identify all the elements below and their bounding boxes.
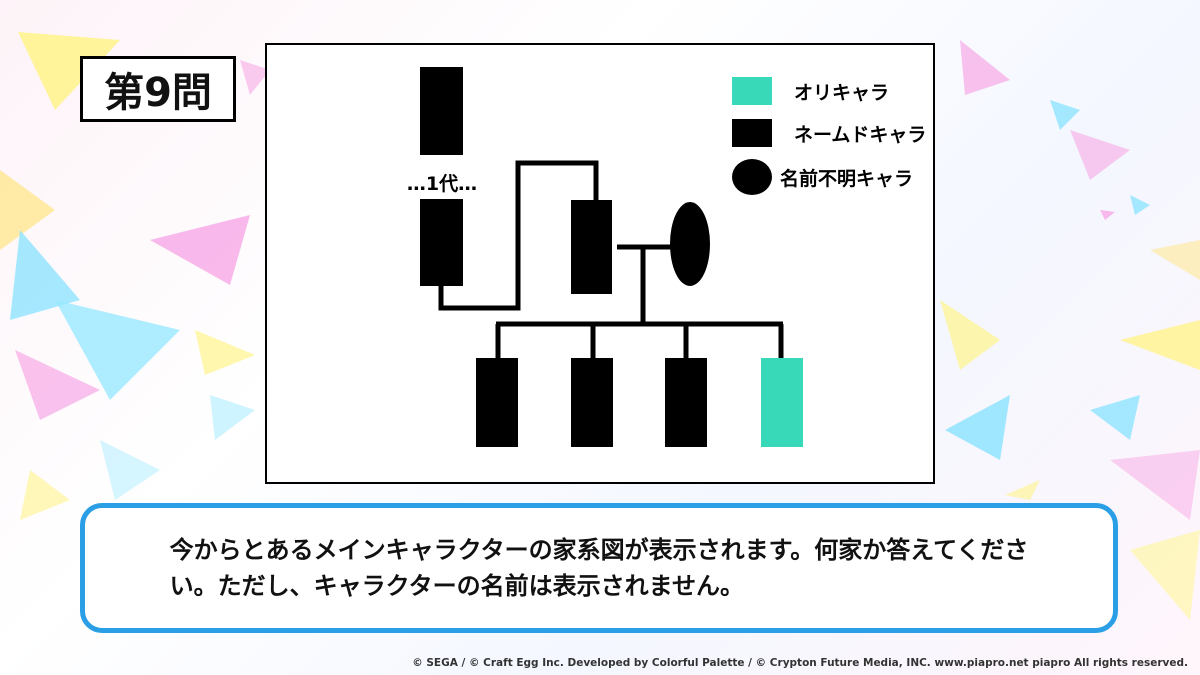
caption-line-1: 今からとあるメインキャラクターの家系図が表示されます。何家か答えてくださ: [169, 536, 1029, 564]
family-tree-diagram: …1代… オリキャラ ネームドキャラ 名前不明キャラ: [265, 43, 935, 484]
mother-unknown-ellipse: [670, 202, 710, 286]
legend-label-named: ネームドキャラ: [794, 123, 927, 146]
copyright-notice: © SEGA / © Craft Egg Inc. Developed by C…: [412, 657, 1188, 669]
father-named-square: [571, 200, 612, 294]
black-ellipse-icon: [732, 159, 772, 195]
black-square-icon: [732, 119, 772, 147]
legend-label-original: オリキャラ: [794, 81, 890, 104]
ancestor-named-square: [420, 67, 463, 155]
caption-line-2: い。ただし、キャラクターの名前は表示されません。: [169, 572, 744, 600]
legend-item-named: ネームドキャラ: [732, 119, 926, 147]
question-caption-text: 今からとあるメインキャラクターの家系図が表示されます。何家か答えてくださ い。た…: [170, 532, 1029, 604]
descendant-named-square: [420, 199, 463, 286]
question-number-label: 第9問: [80, 56, 236, 122]
generation-gap-label: …1代…: [406, 173, 478, 195]
ancestor-descendant-link: [438, 160, 599, 311]
family-tree-chart: [420, 67, 803, 447]
legend-item-original: オリキャラ: [732, 77, 889, 105]
child-2-named-square: [571, 358, 613, 447]
question-caption-box: 今からとあるメインキャラクターの家系図が表示されます。何家か答えてくださ い。た…: [80, 503, 1118, 633]
legend-item-unknown: 名前不明キャラ: [732, 159, 913, 195]
child-3-named-square: [665, 358, 707, 447]
legend-label-unknown: 名前不明キャラ: [780, 167, 914, 190]
teal-square-icon: [732, 77, 772, 105]
child-4-original-square: [761, 358, 803, 447]
child-1-named-square: [476, 358, 518, 447]
